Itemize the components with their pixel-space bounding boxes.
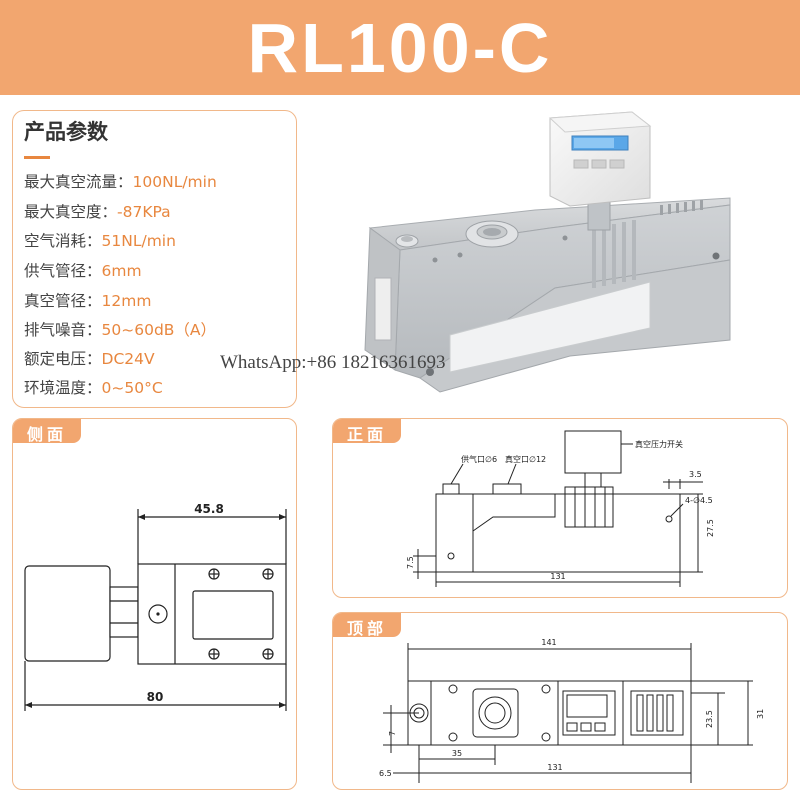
param-row-max-vacuum: 最大真空度：-87KPa (24, 203, 171, 221)
top-dim-141: 141 (541, 638, 556, 647)
whatsapp-watermark: WhatsApp:+86 18216361693 (220, 352, 446, 373)
param-row-ambient-temp: 环境温度：0~50°C (24, 379, 163, 397)
param-row-air-consumption: 空气消耗：51NL/min (24, 232, 176, 250)
front-label-supply-port: 供气口∅6 (461, 454, 497, 464)
product-model-title: RL100-C (247, 8, 553, 87)
header-banner: RL100-C (0, 0, 800, 95)
front-dim-3-5: 3.5 (689, 470, 702, 479)
front-view-panel: 正面 (332, 418, 788, 598)
top-dim-7: 7 (388, 731, 397, 736)
parameters-heading: 产品参数 (24, 120, 108, 144)
product-photo (364, 111, 731, 393)
front-dim-7-5: 7.5 (406, 556, 415, 569)
top-dim-31: 31 (756, 709, 765, 719)
param-row-vacuum-tube: 真空管径：12mm (24, 292, 152, 310)
side-view-drawing: 45.8 80 (24, 502, 287, 711)
side-view-tag: 侧面 (13, 419, 82, 444)
front-view-tag: 正面 (333, 419, 402, 444)
front-label-pressure-switch: 真空压力开关 (635, 439, 683, 449)
side-view-panel: 侧面 (12, 418, 297, 790)
front-label-vacuum-port: 真空口∅12 (505, 454, 546, 464)
heading-underline (24, 156, 50, 159)
top-dim-6-5: 6.5 (379, 769, 392, 778)
top-dim-23-5: 23.5 (705, 710, 714, 728)
side-dim-width: 45.8 (194, 502, 224, 516)
product-parameters-panel (12, 110, 297, 408)
front-view-drawing: 供气口∅6 真空口∅12 真空压力开关 3.5 4-∅4.5 27.5 7.5 … (406, 430, 715, 587)
top-dim-131: 131 (547, 763, 562, 772)
top-view-tag: 顶部 (333, 613, 402, 638)
param-row-rated-voltage: 额定电压：DC24V (24, 350, 155, 368)
param-row-supply-tube: 供气管径：6mm (24, 262, 142, 280)
top-view-panel: 顶部 (332, 612, 788, 790)
front-dim-131: 131 (550, 572, 565, 581)
top-view-drawing: 141 7 35 23.5 31 6.5 131 (379, 638, 765, 783)
param-row-exhaust-noise: 排气噪音：50~60dB（A） (24, 321, 217, 339)
front-dim-27-5: 27.5 (706, 519, 715, 537)
side-dim-total: 80 (147, 690, 164, 704)
front-dim-holes: 4-∅4.5 (685, 496, 713, 505)
top-dim-35: 35 (452, 749, 462, 758)
param-row-max-flow: 最大真空流量：100NL/min (24, 173, 217, 191)
